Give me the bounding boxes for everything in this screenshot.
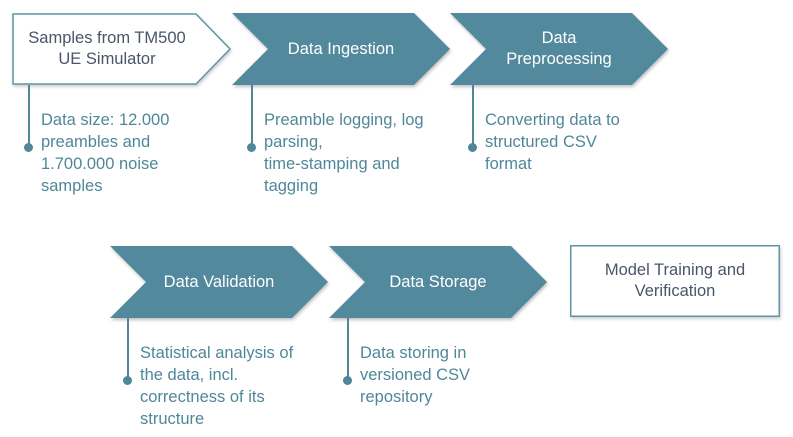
step-validation-label: Data Validation: [163, 272, 275, 291]
step-training-shape: Model Training and Verification: [570, 245, 780, 317]
chevron-shape: [450, 13, 668, 85]
step-preprocessing-shape: Data Preprocessing: [450, 13, 668, 85]
step-preprocessing-label: Data Preprocessing: [506, 29, 612, 68]
connector-line: [28, 85, 30, 147]
connector-dot: [247, 143, 256, 152]
step-samples-shape: Samples from TM500 UE Simulator: [12, 13, 232, 85]
step-storage-shape: Data Storage: [329, 246, 547, 318]
chevron-shape: [329, 246, 547, 318]
chevron-shape: [110, 246, 328, 318]
pentagon-shape: [12, 13, 232, 85]
step-samples-description: Data size: 12.000 preambles and 1.700.00…: [41, 111, 170, 195]
step-validation-shape: Data Validation: [110, 246, 328, 318]
connector-dot: [24, 143, 33, 152]
connector-line: [472, 85, 474, 147]
step-storage-description: Data storing in versioned CSV repository: [360, 344, 471, 406]
step-ingestion-description: Preamble logging, log parsing, time-stam…: [264, 111, 424, 195]
step-ingestion-label: Data Ingestion: [287, 39, 395, 58]
step-validation-description: Statistical analysis of the data, incl. …: [140, 344, 294, 428]
connector-dot: [123, 376, 132, 385]
connector-line: [127, 318, 129, 380]
chevron-shape: [232, 13, 450, 85]
step-samples-label: Samples from TM500 UE Simulator: [28, 29, 186, 68]
connector-line: [251, 85, 253, 147]
connector-dot: [468, 143, 477, 152]
step-training-label: Model Training and Verification: [604, 261, 746, 300]
connector-dot: [343, 376, 352, 385]
connector-line: [347, 318, 349, 380]
step-ingestion-shape: Data Ingestion: [232, 13, 450, 85]
rectangle-shape: [570, 245, 780, 317]
step-storage-label: Data Storage: [389, 272, 487, 291]
step-preprocessing-description: Converting data to structured CSV format: [485, 111, 620, 173]
